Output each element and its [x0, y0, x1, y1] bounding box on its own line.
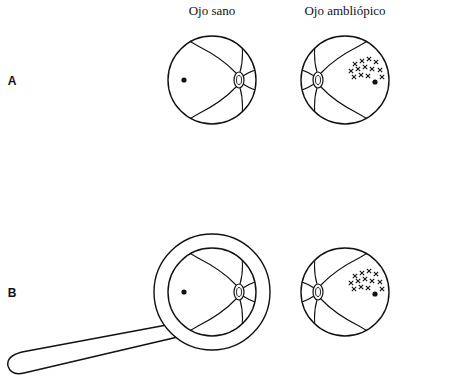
healthy-fundus: [168, 30, 262, 130]
column-heading: Ojo sano: [189, 4, 236, 18]
healthy-fundus: [168, 242, 262, 342]
amblyopic-fundus: [295, 30, 389, 130]
amblyopic-fundus: [295, 242, 389, 342]
column-heading: Ojo ambliópico: [304, 4, 385, 18]
occluder-paddle: [8, 234, 270, 374]
row-letter: A: [8, 75, 17, 88]
row-letter: B: [8, 287, 17, 300]
